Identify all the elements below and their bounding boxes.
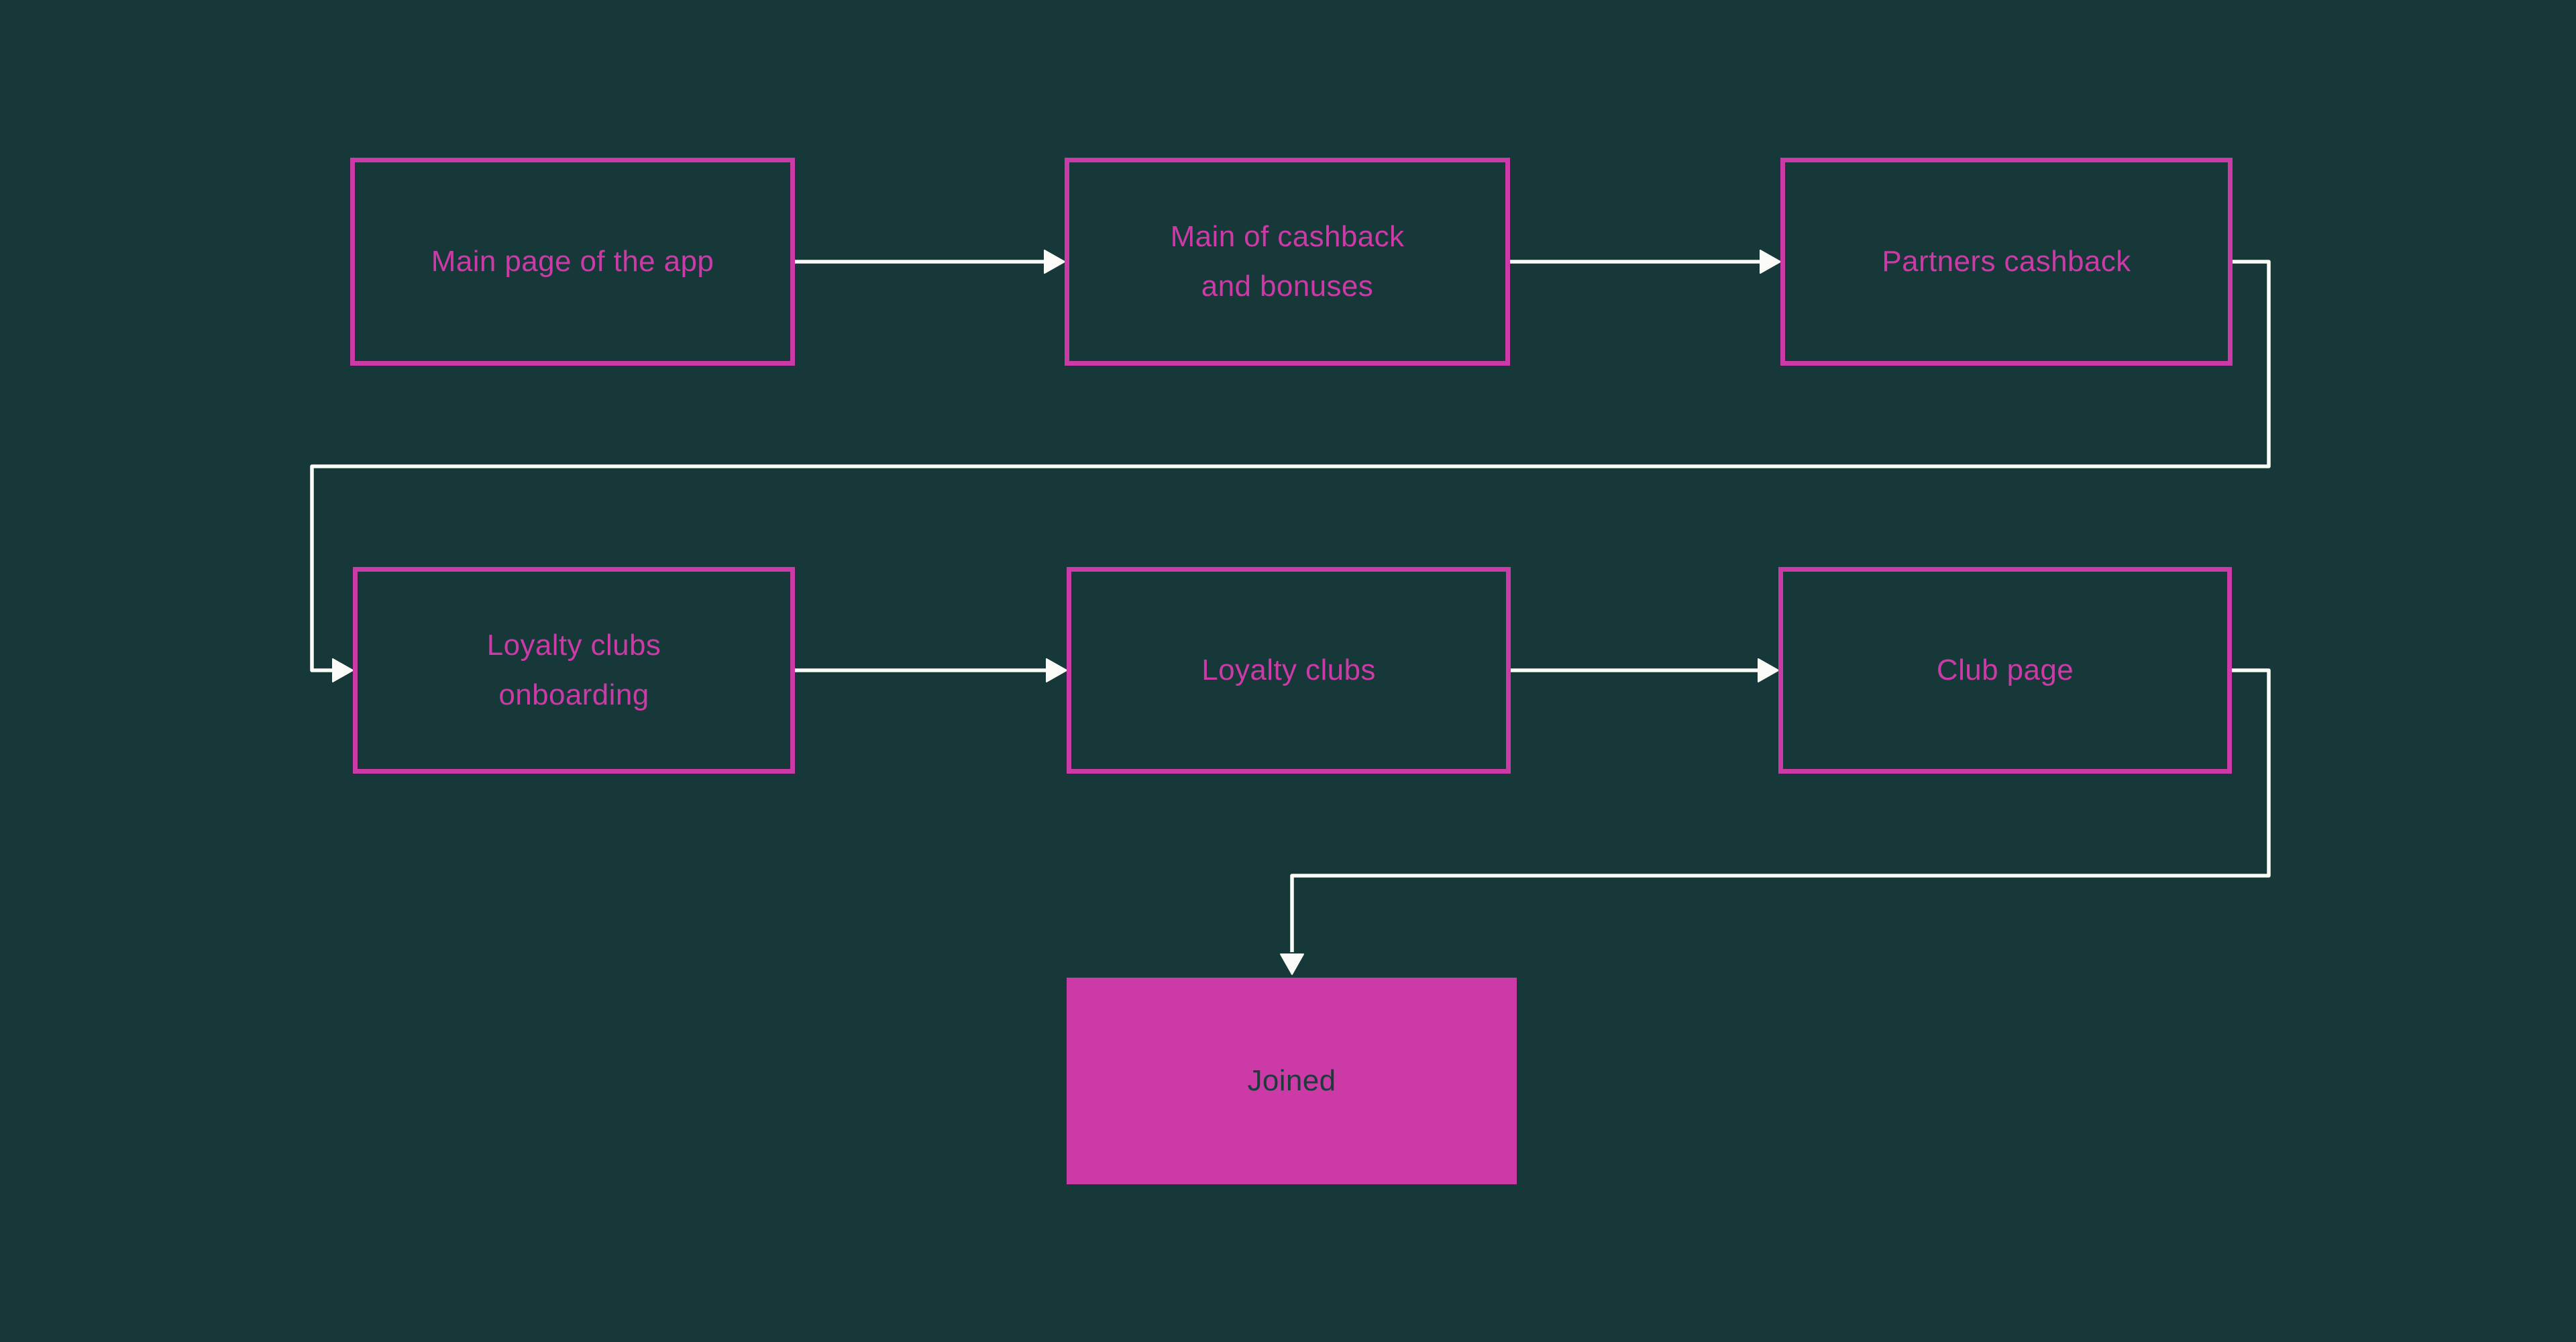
edge-partners-cashback-to-loyalty-onboarding-arrowhead-icon [332, 658, 354, 682]
edge-club-page-to-joined[interactable] [1290, 668, 2271, 952]
edge-main-page-to-cashback-main-arrowhead-icon [1044, 250, 1065, 274]
node-club-page[interactable]: Club page [1778, 567, 2232, 774]
node-loyalty-clubs-onboarding[interactable]: Loyalty clubs onboarding [353, 567, 795, 774]
node-label: Main page of the app [431, 245, 714, 278]
node-label: Club page [1936, 654, 2074, 686]
node-label: Partners cashback [1882, 245, 2131, 278]
edge-loyalty-clubs-to-club-page-arrowhead-icon [1758, 658, 1779, 682]
node-label: Main of cashback and bonuses [1170, 220, 1405, 303]
node-partners-cashback[interactable]: Partners cashback [1780, 158, 2233, 366]
node-joined[interactable]: Joined [1067, 978, 1517, 1184]
node-loyalty-clubs[interactable]: Loyalty clubs [1067, 567, 1511, 774]
node-label: Loyalty clubs [1201, 654, 1376, 686]
node-main-of-cashback-and-bonuses[interactable]: Main of cashback and bonuses [1065, 158, 1510, 366]
node-label: Loyalty clubs onboarding [486, 629, 661, 711]
edge-loyalty-onboarding-to-loyalty-clubs-arrowhead-icon [1046, 658, 1067, 682]
edge-partners-cashback-to-loyalty-onboarding[interactable] [310, 260, 2271, 672]
edge-club-page-to-joined-arrowhead-icon [1280, 953, 1304, 975]
edge-cashback-main-to-partners-cashback-arrowhead-icon [1760, 250, 1781, 274]
node-label: Joined [1247, 1064, 1336, 1097]
node-main-page-of-the-app[interactable]: Main page of the app [350, 158, 795, 366]
